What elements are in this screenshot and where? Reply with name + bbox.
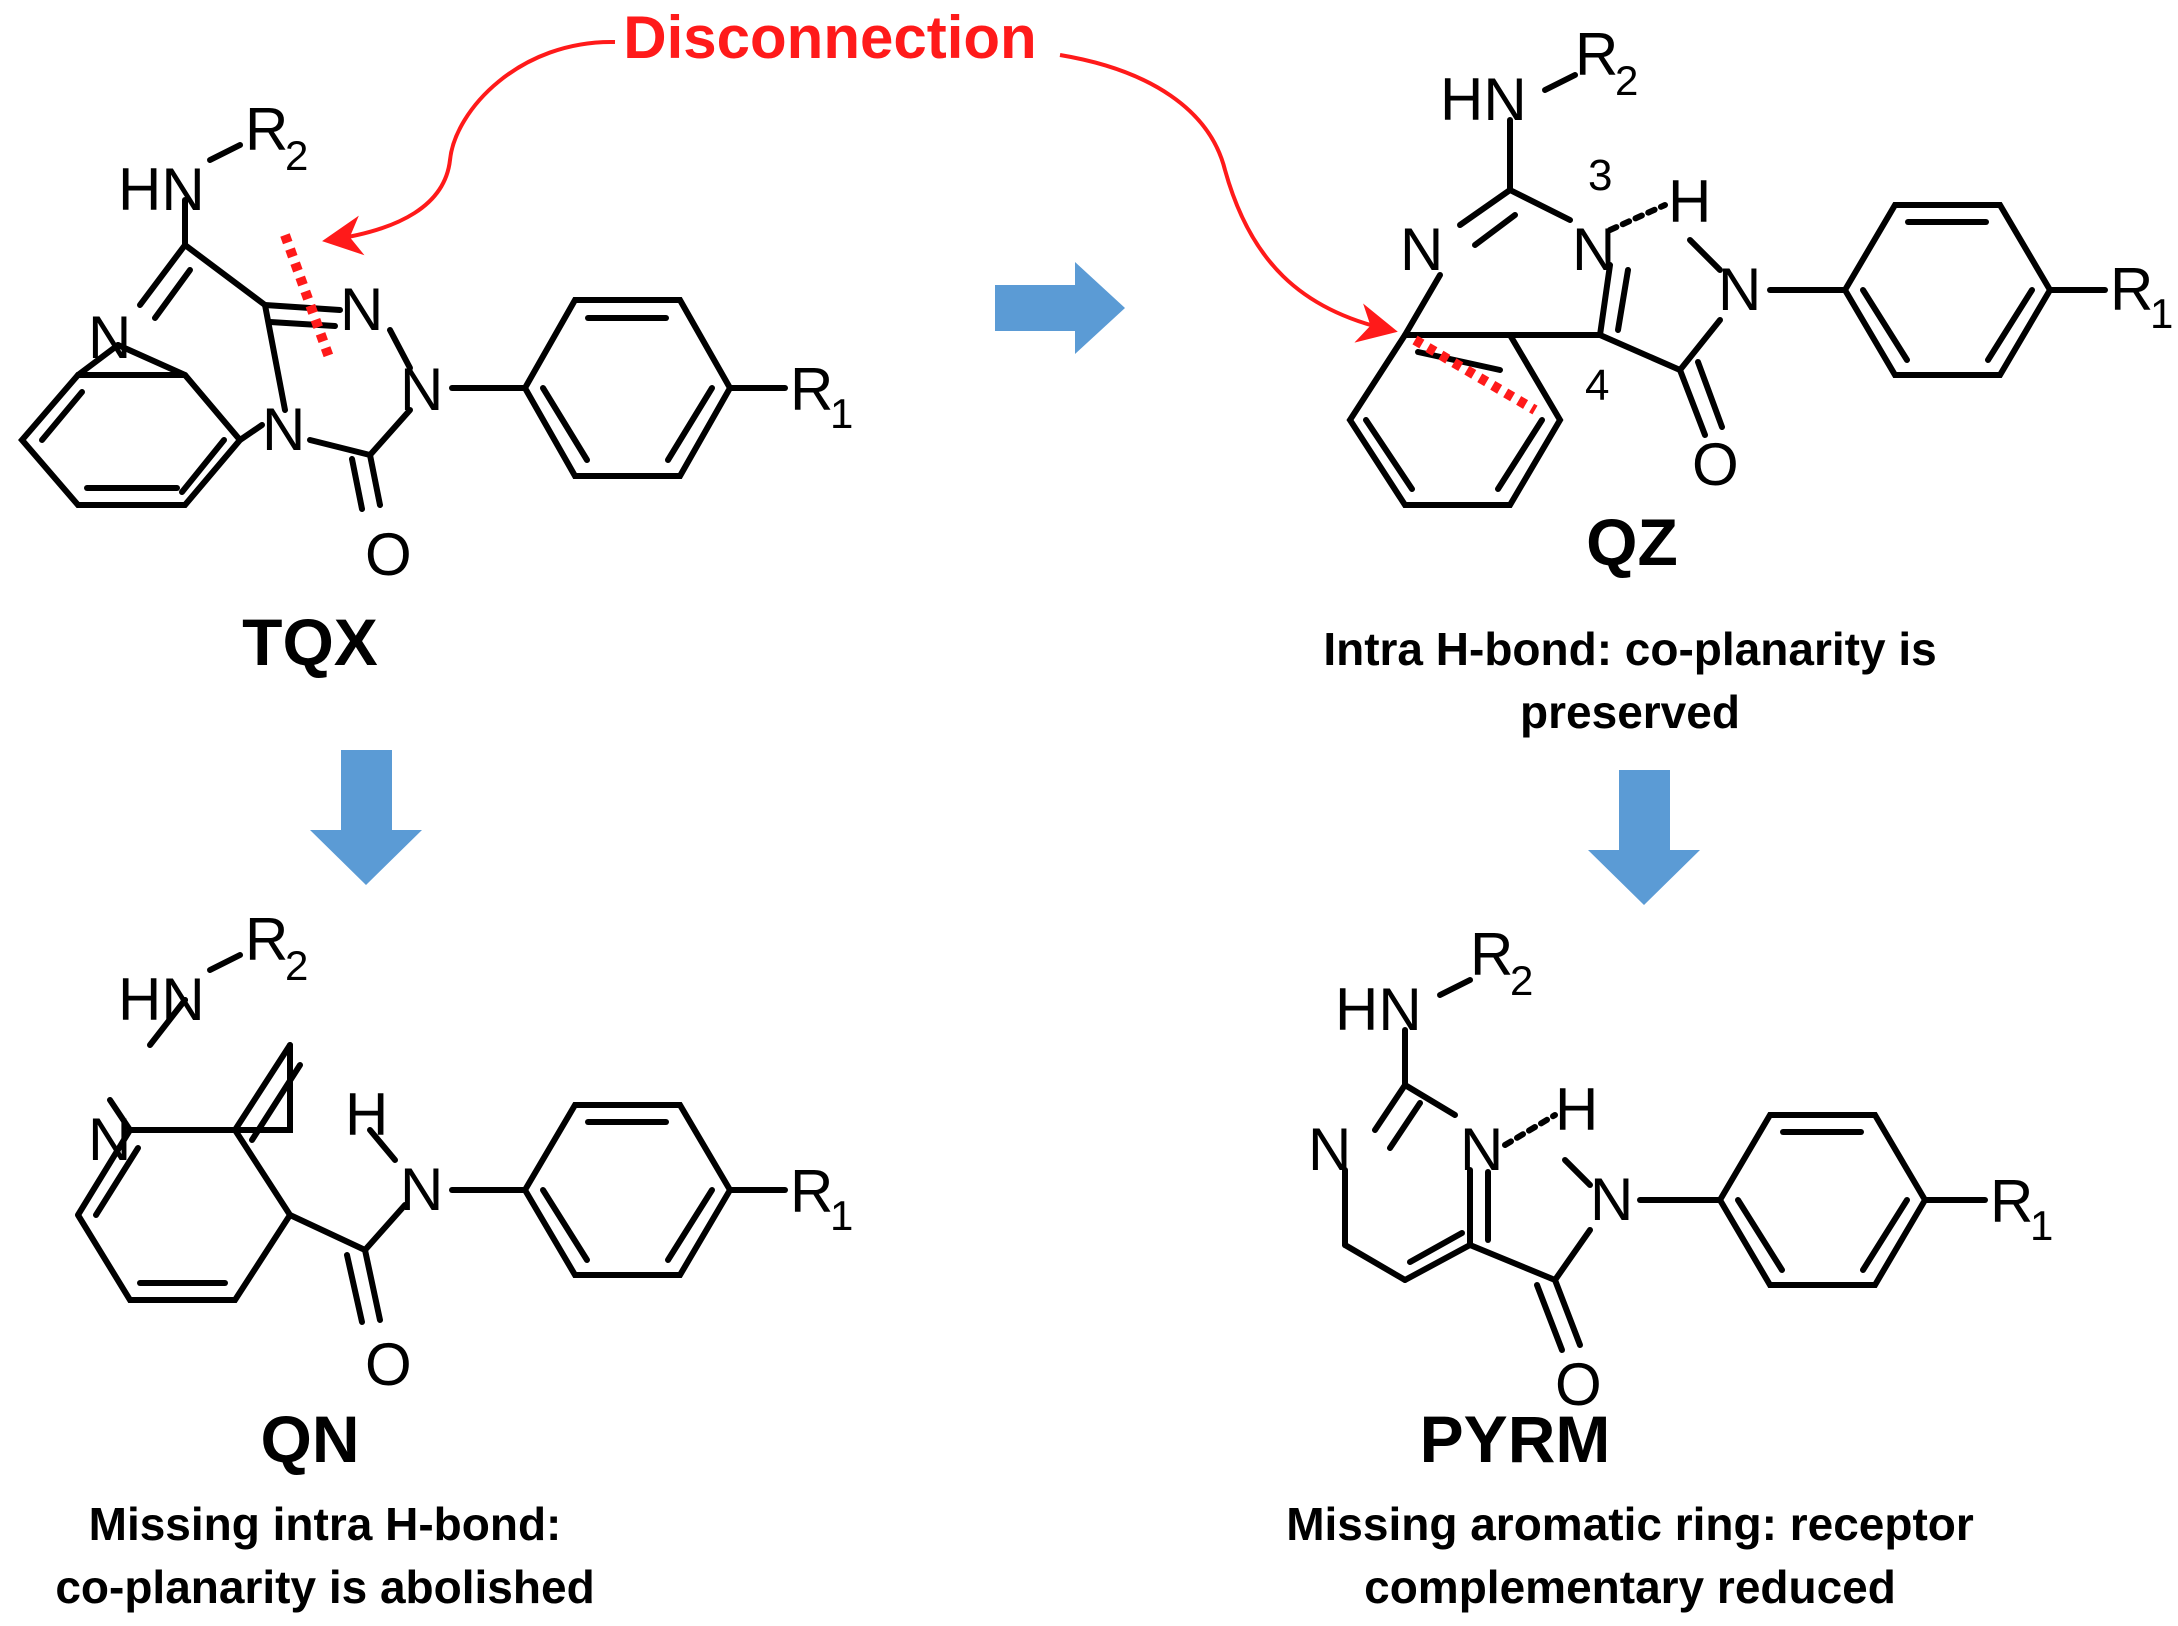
amide-n-label: N <box>1590 1166 1633 1233</box>
r1-subscript: 1 <box>830 1192 853 1239</box>
qz-caption-line-2: preserved <box>1520 686 1740 738</box>
triazole-n-label: N <box>340 276 383 343</box>
r1-subscript: 1 <box>830 390 853 437</box>
ring-n-label: N <box>88 1106 131 1173</box>
pyrm-atoms: HN R 2 N N H N O R 1 <box>1308 921 2053 1418</box>
compound-qn: HN R 2 N H N O R 1 QN Missing intra H-bo… <box>55 906 853 1613</box>
ring-n-label: N <box>262 396 305 463</box>
compound-name-tqx: TQX <box>242 605 378 679</box>
r2-label: R <box>1470 921 1513 988</box>
compound-qz: HN R 2 N N 3 4 H N O R 1 QZ Intra H-bond… <box>1323 21 2173 738</box>
pyrm-caption-line-2: complementary reduced <box>1364 1561 1896 1613</box>
qn-caption-line-2: co-planarity is abolished <box>55 1561 594 1613</box>
r2-label: R <box>245 96 288 163</box>
position-3-label: 3 <box>1588 151 1612 200</box>
blue-arrow-down-right <box>1588 770 1700 905</box>
ring-n-label: N <box>1308 1116 1351 1183</box>
r2-subscript: 2 <box>285 942 308 989</box>
hydrogen-label: H <box>345 1081 388 1148</box>
amine-hn-label: HN <box>118 966 205 1033</box>
disconnection-arrow-right <box>1059 53 1398 343</box>
r1-subscript: 1 <box>2030 1202 2053 1249</box>
blue-arrow-right <box>995 262 1125 354</box>
compound-name-qz: QZ <box>1586 505 1678 579</box>
r1-subscript: 1 <box>2150 290 2173 337</box>
compound-pyrm: HN R 2 N N H N O R 1 PYRM Missing aromat… <box>1286 921 2053 1613</box>
disconnection-arrow-left <box>322 39 616 256</box>
qz-bonds <box>1346 72 2108 508</box>
ring-n-label: N <box>1400 216 1443 283</box>
pyrm-bonds <box>1342 977 1988 1353</box>
qn-caption-line-1: Missing intra H-bond: <box>89 1498 562 1550</box>
ring-n-label: N <box>1460 1116 1503 1183</box>
tqx-atoms: HN R 2 N N N N O R 1 <box>88 96 853 588</box>
r2-label: R <box>1575 21 1618 88</box>
amine-hn-label: HN <box>1335 976 1422 1043</box>
hydrogen-label: H <box>1668 168 1711 235</box>
position-4-label: 4 <box>1585 361 1609 410</box>
disconnection-label: Disconnection <box>623 4 1036 71</box>
qn-atoms: HN R 2 N H N O R 1 <box>88 906 853 1398</box>
qz-atoms: HN R 2 N N 3 4 H N O R 1 <box>1400 21 2173 498</box>
triazole-n-label: N <box>400 356 443 423</box>
carbonyl-o-label: O <box>365 521 412 588</box>
compound-tqx: HN R 2 N N N N O R 1 TQX <box>18 96 853 679</box>
tqx-bonds <box>18 142 788 512</box>
carbonyl-o-label: O <box>1692 431 1739 498</box>
r1-label: R <box>790 356 833 423</box>
amine-hn-label: HN <box>118 156 205 223</box>
ring-n-label: N <box>1572 216 1615 283</box>
carbonyl-o-label: O <box>365 1331 412 1398</box>
pyrm-caption-line-1: Missing aromatic ring: receptor <box>1286 1498 1974 1550</box>
r2-subscript: 2 <box>1510 957 1533 1004</box>
compound-name-pyrm: PYRM <box>1420 1402 1611 1476</box>
blue-arrow-down-left <box>310 750 422 885</box>
carbonyl-o-label: O <box>1555 1351 1602 1418</box>
hydrogen-label: H <box>1555 1076 1598 1143</box>
r1-label: R <box>2110 256 2153 323</box>
r1-label: R <box>790 1158 833 1225</box>
r2-subscript: 2 <box>1615 57 1638 104</box>
compound-name-qn: QN <box>261 1402 360 1476</box>
r2-label: R <box>245 906 288 973</box>
ring-n-label: N <box>88 304 131 371</box>
amine-hn-label: HN <box>1440 66 1527 133</box>
r2-subscript: 2 <box>285 132 308 179</box>
qz-caption-line-1: Intra H-bond: co-planarity is <box>1323 623 1936 675</box>
amide-n-label: N <box>1718 256 1761 323</box>
tqx-disconnection-bond <box>280 233 335 362</box>
r1-label: R <box>1990 1168 2033 1235</box>
qn-bonds <box>75 952 788 1325</box>
amide-n-label: N <box>400 1156 443 1223</box>
